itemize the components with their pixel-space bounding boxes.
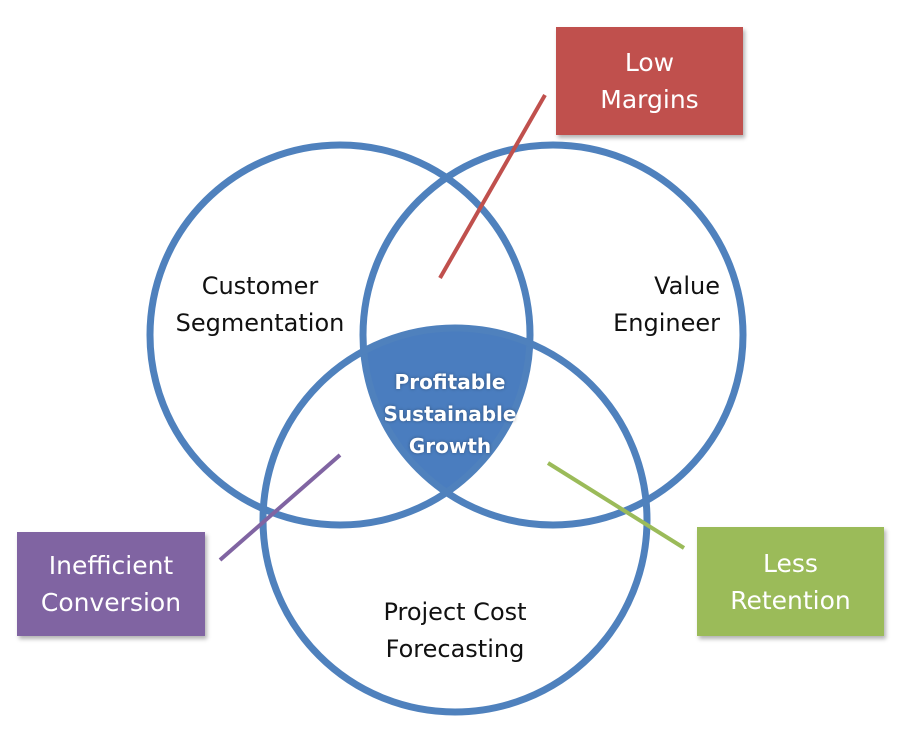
callout-inefficient-conversion: Inefficient Conversion (17, 532, 205, 636)
connector-inefficient-conversion (218, 453, 342, 562)
callout-less-retention: Less Retention (697, 527, 884, 636)
circle-customer-segmentation (146, 141, 534, 529)
center-label: Profitable Sustainable Growth (383, 370, 517, 458)
label-customer-segmentation: Customer Segmentation (175, 272, 345, 337)
callout-low-margins: Low Margins (556, 27, 743, 135)
circle-value-engineer (359, 141, 747, 529)
connector-low-margins (438, 94, 547, 279)
label-value-engineer: Value Engineer (613, 272, 720, 337)
label-project-cost-forecasting: Project Cost Forecasting (383, 598, 527, 663)
connector-less-retention (546, 461, 686, 550)
